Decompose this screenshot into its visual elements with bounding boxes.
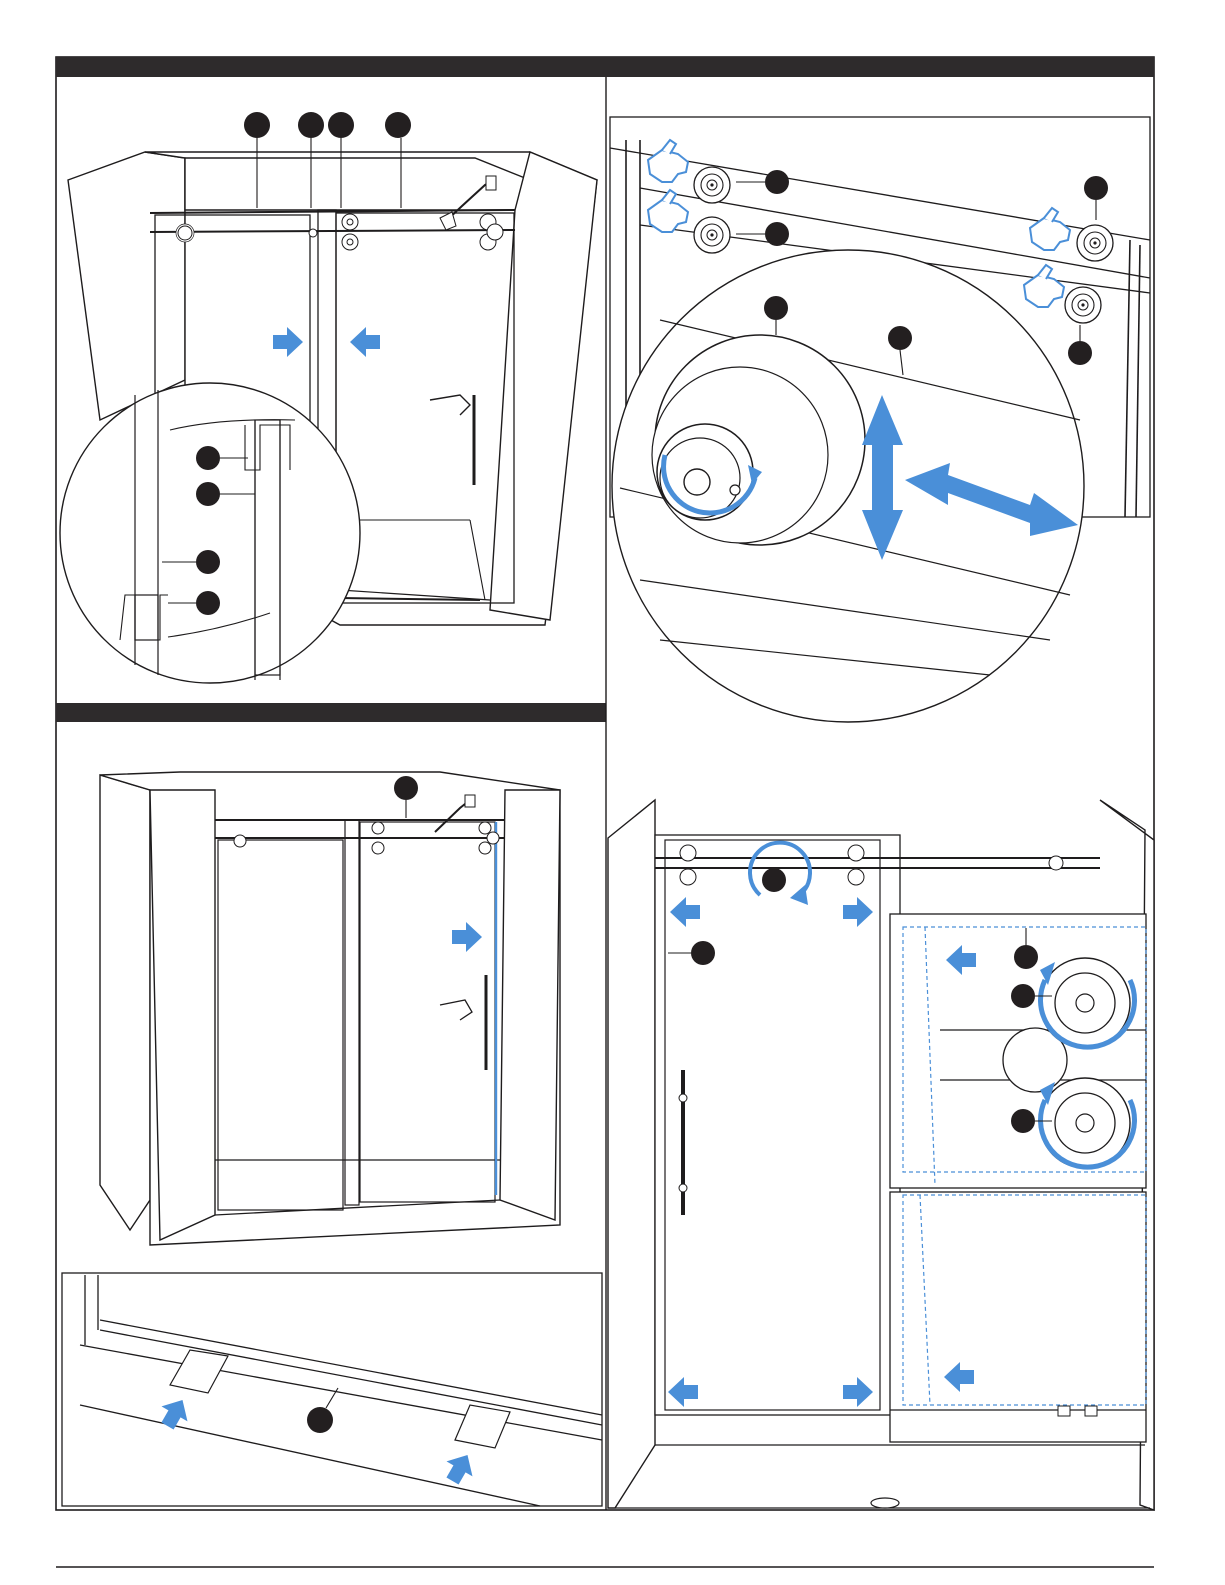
header-bar-lower-left	[56, 703, 606, 722]
detail-magnifier	[60, 383, 360, 683]
panel-top-left	[60, 112, 597, 683]
panel-bottom-right	[608, 800, 1154, 1510]
header-bar-top	[56, 57, 1154, 77]
panel-bottom-left	[62, 772, 602, 1506]
callout-17	[762, 868, 786, 892]
panel-top-right	[610, 117, 1150, 722]
